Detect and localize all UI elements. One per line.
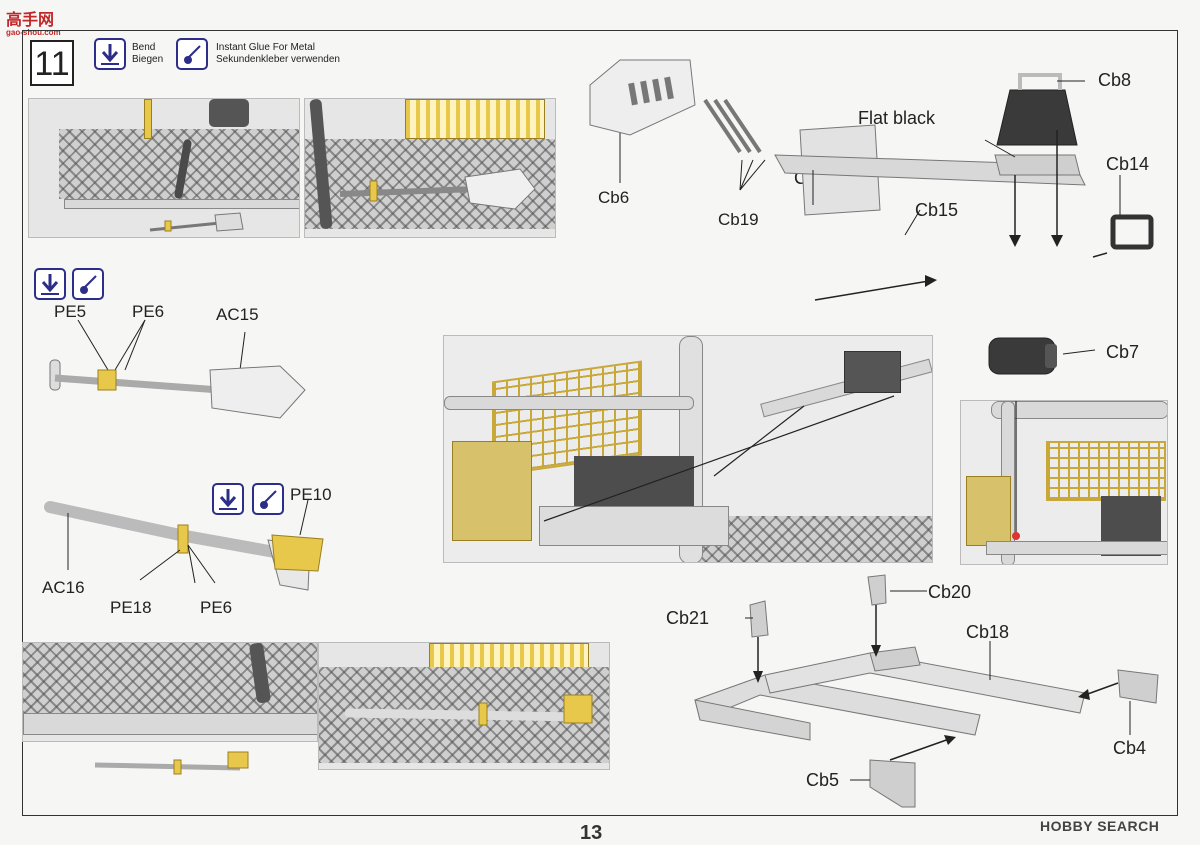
watermark-title: 高手网 (6, 12, 55, 29)
shovel-on-deck (339, 168, 536, 210)
shovel-assembly (49, 319, 306, 419)
part-cb7 (988, 337, 1096, 375)
bend-legend-label: Bend Biegen (132, 42, 163, 66)
label-pe6-axe: PE6 (200, 598, 233, 617)
label-pe5: PE5 (54, 302, 87, 321)
label-pe6: PE6 (132, 302, 165, 321)
photo-arrows (1012, 401, 1020, 540)
rack-box (844, 351, 901, 393)
glue-legend-label: Instant Glue For Metal Sekundenkleber ve… (216, 42, 340, 66)
photo-arrows (543, 395, 895, 522)
glue-bottle-icon (252, 483, 284, 515)
jerrycan-cage (966, 476, 1011, 546)
label-cb20: Cb20 (928, 582, 972, 602)
page-frame (22, 30, 1178, 816)
photo-deck-shovel (304, 98, 556, 238)
tread-plate (23, 643, 317, 713)
label-cb7: Cb7 (1106, 342, 1140, 362)
label-cb14: Cb14 (1106, 154, 1150, 174)
label-cb8: Cb8 (1098, 70, 1132, 90)
glue-bottle-icon (176, 38, 208, 70)
rack-assembly-top (774, 73, 1154, 301)
roll-bar-top (991, 401, 1167, 419)
photo-cb7-mount (960, 400, 1168, 565)
pe-strap (144, 99, 152, 139)
rear-frame-assembly (694, 574, 1159, 808)
side-rail (64, 199, 299, 209)
glue-glyph (260, 490, 277, 509)
mesh-rack (429, 643, 589, 669)
label-pe10: PE10 (290, 485, 332, 504)
deck-plate (539, 506, 729, 546)
jerrycan-cage (452, 441, 532, 541)
label-flat-black: Flat black (858, 108, 936, 128)
photo-axe-deck-left (22, 642, 318, 742)
axe-assembly (44, 499, 324, 591)
bend-de: Biegen (132, 54, 164, 65)
deck-rail (986, 541, 1167, 555)
glue-glyph (184, 45, 201, 64)
shovel-small (149, 212, 244, 232)
glue-bottle-icon (72, 268, 104, 300)
part-cb19 (703, 98, 766, 191)
label-cb6: Cb6 (598, 188, 630, 207)
step-number: 11 (30, 40, 74, 86)
bend-arrow-glyph (101, 44, 119, 65)
bend-en: Bend (132, 42, 156, 53)
label-ac15: AC15 (216, 305, 259, 324)
bend-arrow-glyph (219, 489, 237, 510)
side-rail (23, 713, 317, 735)
axe-on-deck (344, 694, 593, 726)
jerrycan-holder (209, 99, 249, 127)
watermark-url: gao-shou.com (6, 28, 61, 37)
glue-de: Sekundenkleber verwenden (216, 54, 340, 65)
bend-arrow-icon (34, 268, 66, 300)
mesh-rack (405, 99, 545, 139)
axe-small (94, 751, 249, 775)
label-ac16: AC16 (42, 578, 85, 597)
watermark-logo: 高手网 gao-shou.com (6, 6, 61, 37)
part-cb6 (589, 59, 696, 183)
watermark-hobby-search: HOBBY SEARCH (1040, 818, 1160, 834)
bend-arrow-glyph (41, 274, 59, 295)
roll-bar-cross (444, 396, 694, 410)
label-pe18: PE18 (110, 598, 152, 617)
bend-arrow-icon (94, 38, 126, 70)
photo-deck-left (28, 98, 300, 238)
page-number: 13 (580, 822, 603, 844)
label-cb21: Cb21 (666, 608, 710, 628)
glue-en: Instant Glue For Metal (216, 42, 315, 53)
label-cb19: Cb19 (718, 210, 759, 229)
glue-glyph (80, 275, 97, 294)
label-cb18: Cb18 (966, 622, 1010, 642)
photo-axe-deck-right (318, 642, 610, 770)
tread-plate (694, 516, 932, 562)
bend-arrow-icon (212, 483, 244, 515)
label-cb15: Cb15 (915, 200, 959, 220)
label-cb5: Cb5 (806, 770, 840, 790)
label-cb4: Cb4 (1113, 738, 1147, 758)
photo-rear-rack (443, 335, 933, 563)
tread-plate (305, 139, 555, 229)
